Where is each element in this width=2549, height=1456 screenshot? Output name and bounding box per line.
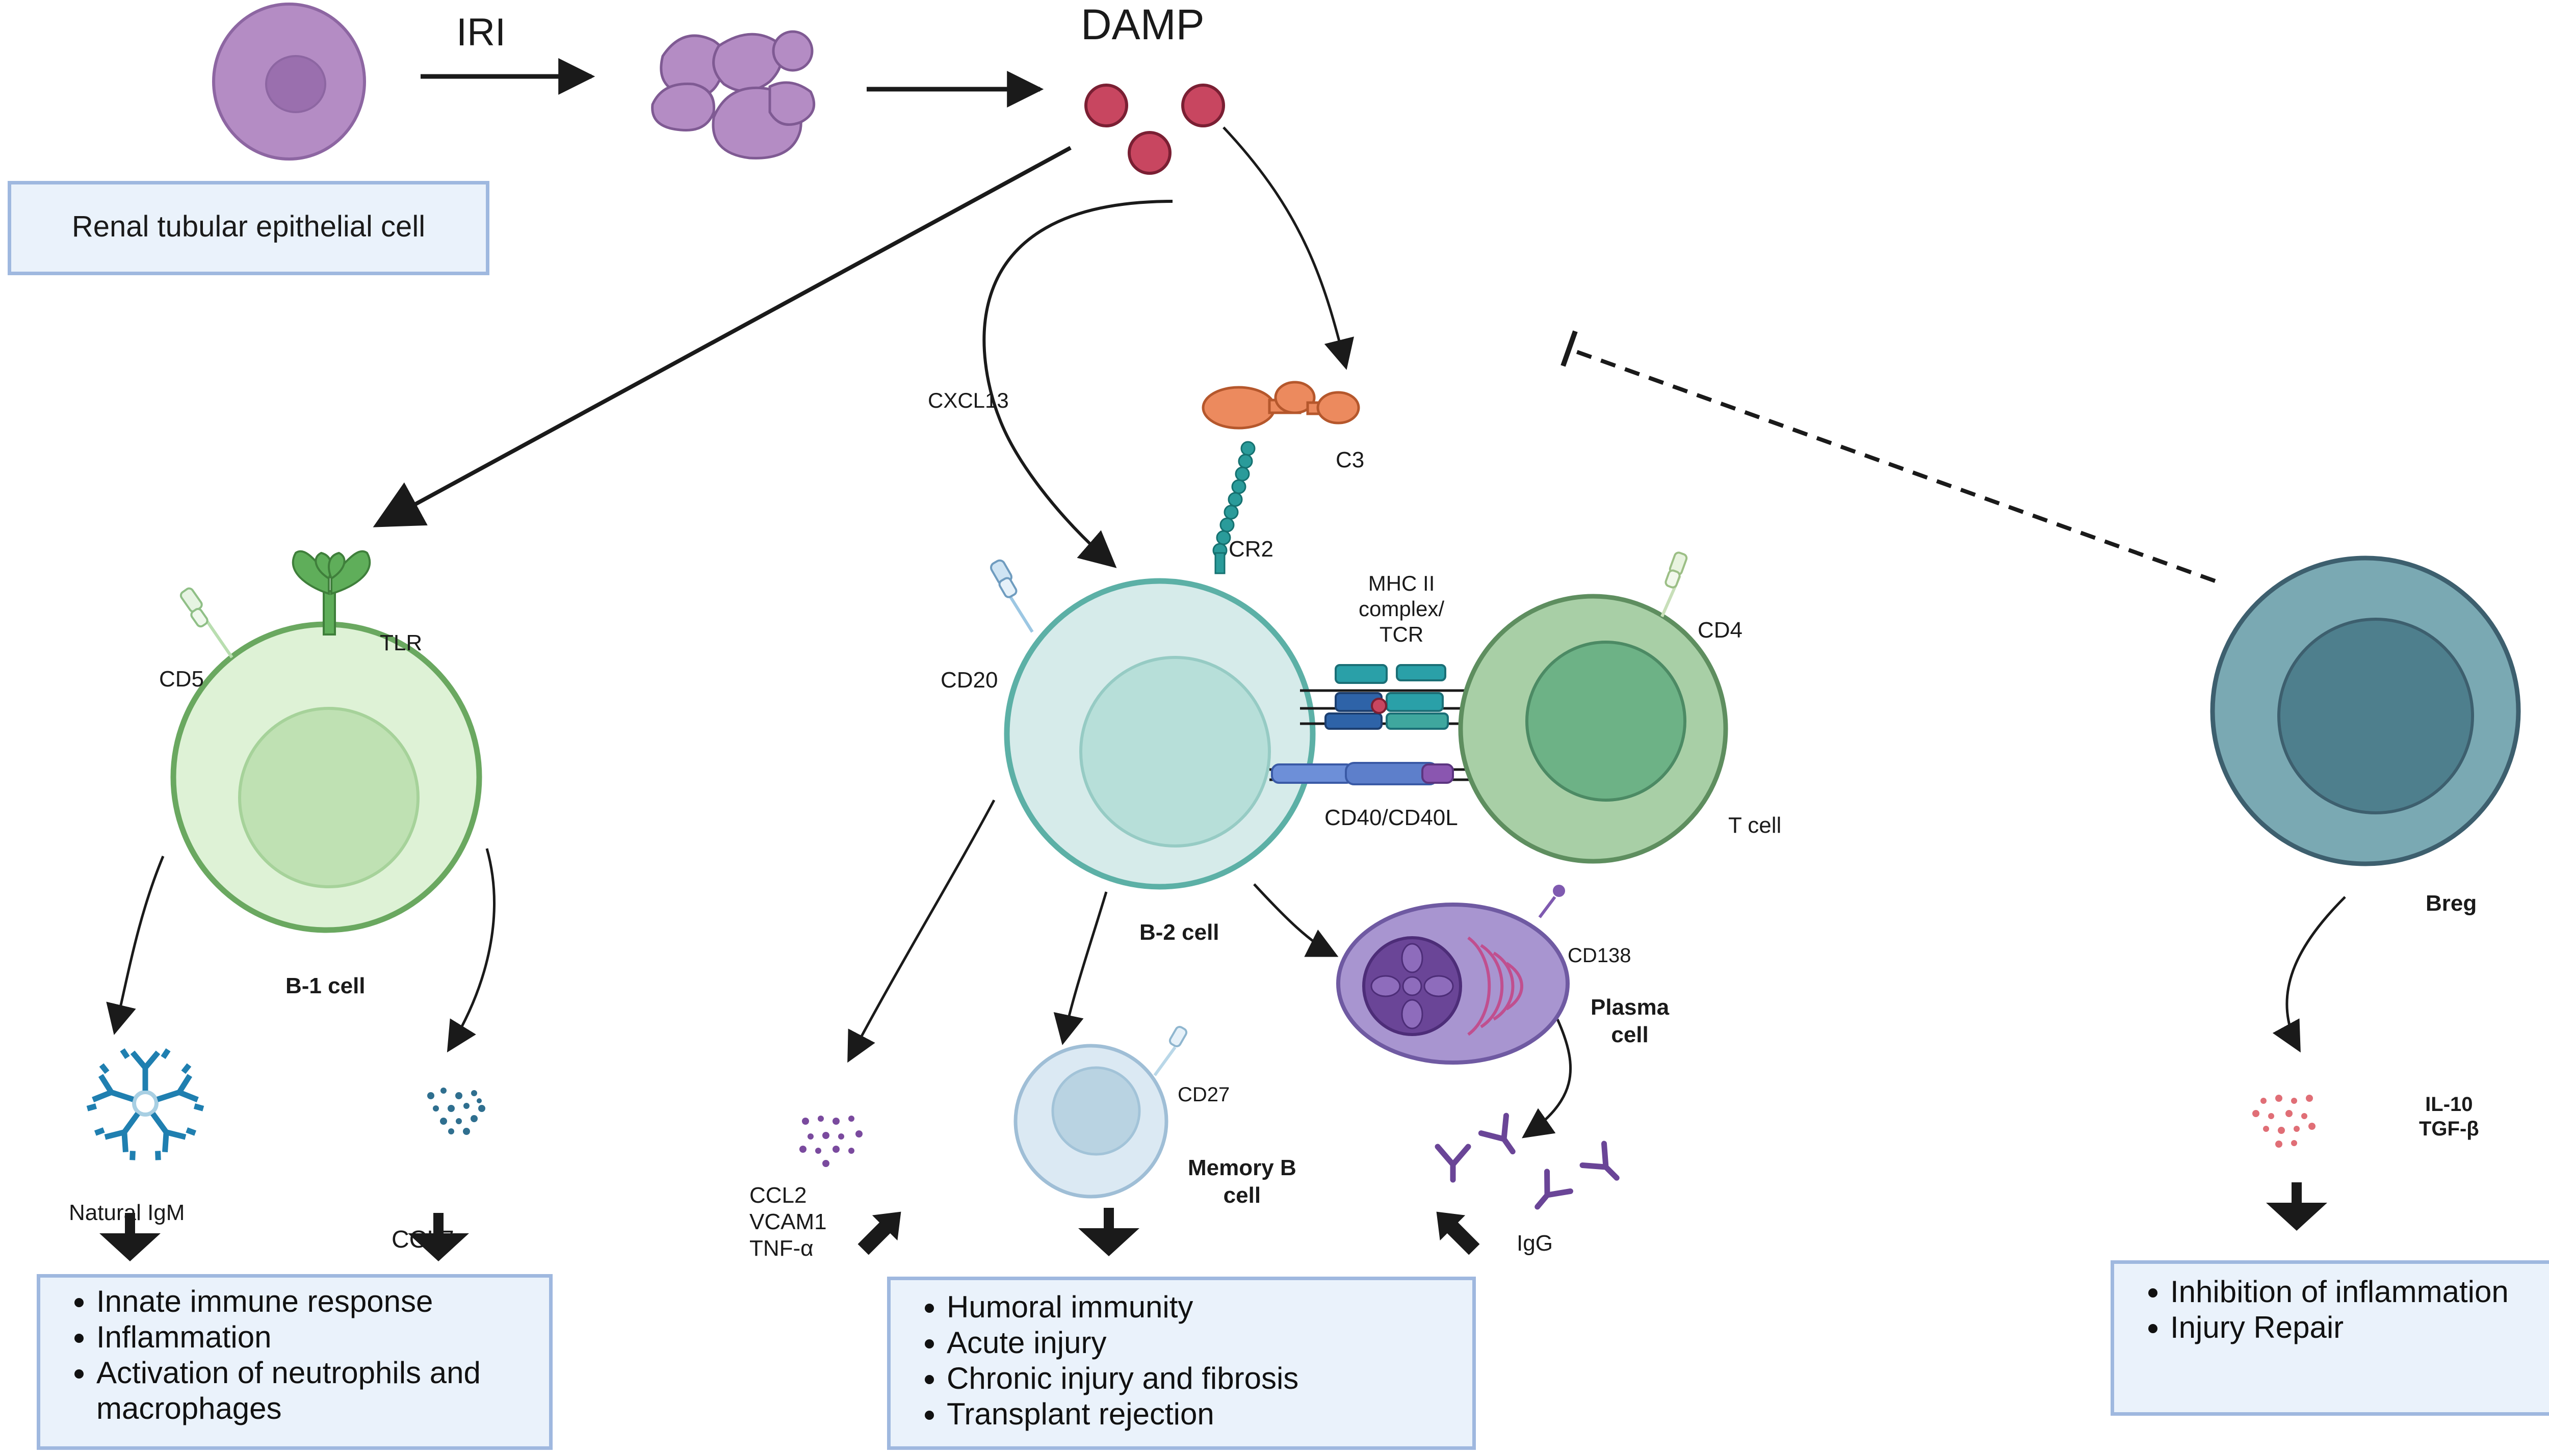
tlr-label: TLR — [380, 630, 423, 655]
ccl2-label-line1: CCL2 — [749, 1183, 807, 1208]
outcome-center-4: Transplant rejection — [947, 1396, 1472, 1432]
outcome-center-1: Humoral immunity — [947, 1289, 1472, 1325]
cd20-label: CD20 — [941, 668, 998, 693]
arrow-b1-to-igm — [106, 856, 165, 1035]
c3-label: C3 — [1336, 447, 1365, 472]
ccl7-label: CCL7 — [392, 1226, 454, 1253]
plasma-cell-label: Plasma cell — [1591, 994, 1669, 1049]
ccl2-label: CCL2 VCAM1 TNF-α — [749, 1182, 827, 1262]
ccl2-dots-icon — [799, 1116, 863, 1167]
b1-cell — [170, 621, 482, 933]
cd138-receptor — [1538, 885, 1565, 918]
t-cell-label: T cell — [1728, 813, 1782, 838]
breg-inhibition-line — [1560, 330, 2216, 583]
block-arrows — [99, 1182, 2327, 1261]
outcome-left-1: Innate immune response — [96, 1284, 549, 1319]
outcome-box-right: Inhibition of inflammation Injury Repair — [2111, 1260, 2549, 1416]
cd20-receptor — [990, 559, 1034, 633]
arrow-damp-to-c3 — [1223, 126, 1355, 370]
arrow-b2-to-plasma — [1253, 883, 1339, 957]
renal-tubular-epithelial-cell — [212, 3, 366, 161]
cd40-cd40l-complex — [1269, 762, 1491, 785]
memory-label-line2: cell — [1223, 1183, 1261, 1208]
ccl7-dots-icon — [427, 1088, 485, 1135]
b2-cell — [1004, 578, 1316, 890]
il10-dots-icon — [2252, 1095, 2316, 1148]
arrow-b2-to-memory — [1053, 891, 1108, 1045]
outcome-left-3-text: Activation of neutrophils and macrophage… — [96, 1356, 481, 1425]
damp-molecules — [1084, 84, 1225, 175]
renal-cell-label: Renal tubular epithelial cell — [71, 210, 426, 243]
outcome-left-2: Inflammation — [96, 1319, 549, 1355]
ccl2-label-line3: TNF-α — [749, 1236, 814, 1261]
cd40-label: CD40/CD40L — [1324, 805, 1458, 830]
mhc-label-line1: MHC II — [1368, 571, 1435, 595]
il10-label: IL-10 TGF-β — [2419, 1092, 2479, 1141]
memory-label-line1: Memory B — [1188, 1155, 1296, 1180]
breg-label: Breg — [2426, 891, 2477, 916]
cd5-label: CD5 — [159, 667, 204, 692]
b1-cell-label: B-1 cell — [285, 973, 366, 998]
injured-cell-fragments — [651, 30, 816, 160]
cd138-label: CD138 — [1568, 944, 1631, 967]
cr2-receptor — [1212, 441, 1256, 574]
outcome-center-3: Chronic injury and fibrosis — [947, 1361, 1472, 1396]
outcome-right-2: Injury Repair — [2170, 1310, 2549, 1345]
damp-label: DAMP — [1081, 1, 1205, 48]
t-cell — [1458, 594, 1728, 864]
arrow-plasma-to-igg — [1522, 1018, 1572, 1139]
arrow-b1-to-ccl7 — [447, 848, 496, 1053]
renal-cell-label-box: Renal tubular epithelial cell — [8, 181, 489, 275]
arrow-damp-to-b1 — [373, 146, 1072, 527]
igg-label: IgG — [1517, 1231, 1553, 1256]
igg-antibodies-icon — [1435, 1113, 1620, 1210]
plasma-label-line2: cell — [1611, 1022, 1649, 1047]
cd5-receptor — [179, 587, 233, 658]
outcome-left-3: Activation of neutrophils and macrophage… — [96, 1355, 545, 1426]
mhc-label: MHC II complex/ TCR — [1359, 571, 1444, 647]
outcome-box-center: Humoral immunity Acute injury Chronic in… — [887, 1277, 1476, 1450]
natural-igm-label: Natural IgM — [69, 1200, 185, 1225]
cd4-receptor — [1660, 551, 1688, 618]
iri-label: IRI — [456, 11, 506, 54]
tlr-receptor — [292, 550, 371, 636]
outcome-center-2: Acute injury — [947, 1325, 1472, 1361]
il10-label-line1: IL-10 — [2425, 1093, 2473, 1116]
mhc-label-line2: complex/ — [1359, 597, 1445, 621]
cd27-label: CD27 — [1178, 1083, 1230, 1106]
cd27-receptor — [1153, 1025, 1188, 1076]
plasma-cell — [1336, 903, 1570, 1065]
cxcl13-label: CXCL13 — [928, 388, 1009, 412]
il10-label-line2: TGF-β — [2419, 1118, 2479, 1140]
plasma-label-line1: Plasma — [1591, 995, 1670, 1020]
b2-cell-label: B-2 cell — [1139, 920, 1219, 945]
outcome-box-left: Innate immune response Inflammation Acti… — [37, 1274, 553, 1450]
cd4-label: CD4 — [1698, 618, 1743, 643]
arrow-breg-to-il10 — [2272, 896, 2346, 1053]
breg-cell — [2210, 555, 2521, 866]
ccl2-label-line2: VCAM1 — [749, 1209, 827, 1234]
memory-b-cell-label: Memory B cell — [1188, 1154, 1296, 1209]
mhc-label-line3: TCR — [1379, 622, 1424, 646]
c3-molecule — [1202, 381, 1360, 430]
outcome-right-1: Inhibition of inflammation — [2170, 1274, 2549, 1310]
mhc-tcr-complex — [1300, 664, 1491, 730]
memory-b-cell — [1013, 1044, 1168, 1199]
arrow-cxcl13-to-b2 — [982, 200, 1173, 568]
cr2-label: CR2 — [1229, 537, 1274, 562]
natural-igm-icon — [86, 1048, 204, 1160]
arrow-b2-to-ccl2 — [847, 799, 996, 1063]
